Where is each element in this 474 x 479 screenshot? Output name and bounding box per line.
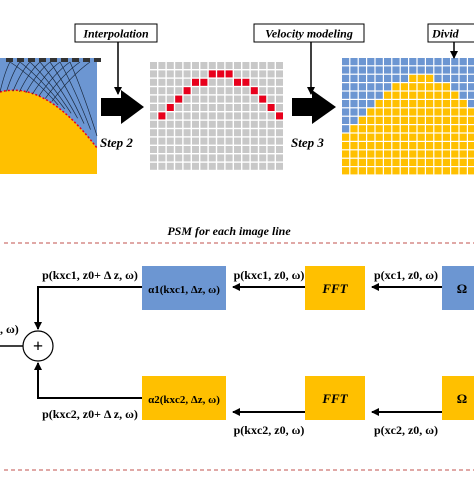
- divide-label: Divid: [431, 27, 460, 41]
- step2-label: Step 2: [100, 135, 133, 150]
- receiver-icon: [50, 58, 57, 62]
- fft-box-bottom-label: FFT: [321, 391, 348, 406]
- divide-box: [427, 23, 474, 43]
- psm-title: PSM for each image line: [167, 224, 291, 238]
- label-top-left: p(kxc1, z0+ Δ z, ω): [42, 268, 138, 282]
- sum-output-label: , ω): [0, 322, 19, 336]
- partial-box-top-label: Ω: [457, 281, 467, 296]
- label-top-right: p(xc1, z0, ω): [374, 268, 438, 282]
- alpha-box-top: [142, 266, 226, 310]
- ray-paths: [0, 61, 98, 137]
- label-bottom-middle: p(kxc2, z0, ω): [234, 423, 305, 437]
- receiver-icon: [6, 58, 13, 62]
- alpha-box-top-label: α1(kxc1, Δz, ω): [148, 284, 220, 296]
- fft-box-bottom: [305, 376, 365, 420]
- velocity-modeling-label: Velocity modeling: [265, 27, 353, 41]
- step3-label: Step 3: [291, 135, 324, 150]
- alpha-box-bottom: [142, 376, 226, 420]
- step3-arrow: [292, 90, 336, 124]
- fft-box-top: [305, 266, 365, 310]
- velocity-modeling-box: [253, 23, 365, 43]
- step2-arrow: [101, 90, 144, 124]
- alpha-box-bottom-label: α2(kxc2, Δz, ω): [148, 394, 220, 406]
- receiver-icon: [94, 58, 101, 62]
- interface-line: [0, 89, 98, 149]
- arrow-bottom-to-sum: [34, 362, 142, 399]
- salt-body: [0, 90, 97, 174]
- velocity-grid: [342, 58, 474, 175]
- label-bottom-right: p(xc2, z0, ω): [374, 423, 438, 437]
- interpolation-label: Interpolation: [82, 27, 149, 41]
- fft-box-top-label: FFT: [321, 281, 348, 296]
- partial-box-bottom-label: Ω: [457, 391, 467, 406]
- receiver-icon: [61, 58, 68, 62]
- interpolation-grid: [150, 62, 283, 170]
- sum-symbol: +: [33, 336, 43, 356]
- arrow-top-to-sum: [34, 286, 142, 330]
- receiver-icon: [83, 58, 90, 62]
- partial-box-bottom: [442, 376, 474, 420]
- geology-panel: [0, 58, 101, 174]
- receivers: [6, 58, 101, 62]
- receiver-icon: [39, 58, 46, 62]
- receiver-icon: [28, 58, 35, 62]
- label-bottom-left: p(kxc2, z0+ Δ z, ω): [42, 407, 138, 421]
- label-top-middle: p(kxc1, z0, ω): [234, 268, 305, 282]
- receiver-icon: [17, 58, 24, 62]
- partial-box-top: [442, 266, 474, 310]
- interpolation-box: [74, 23, 158, 43]
- receiver-icon: [72, 58, 79, 62]
